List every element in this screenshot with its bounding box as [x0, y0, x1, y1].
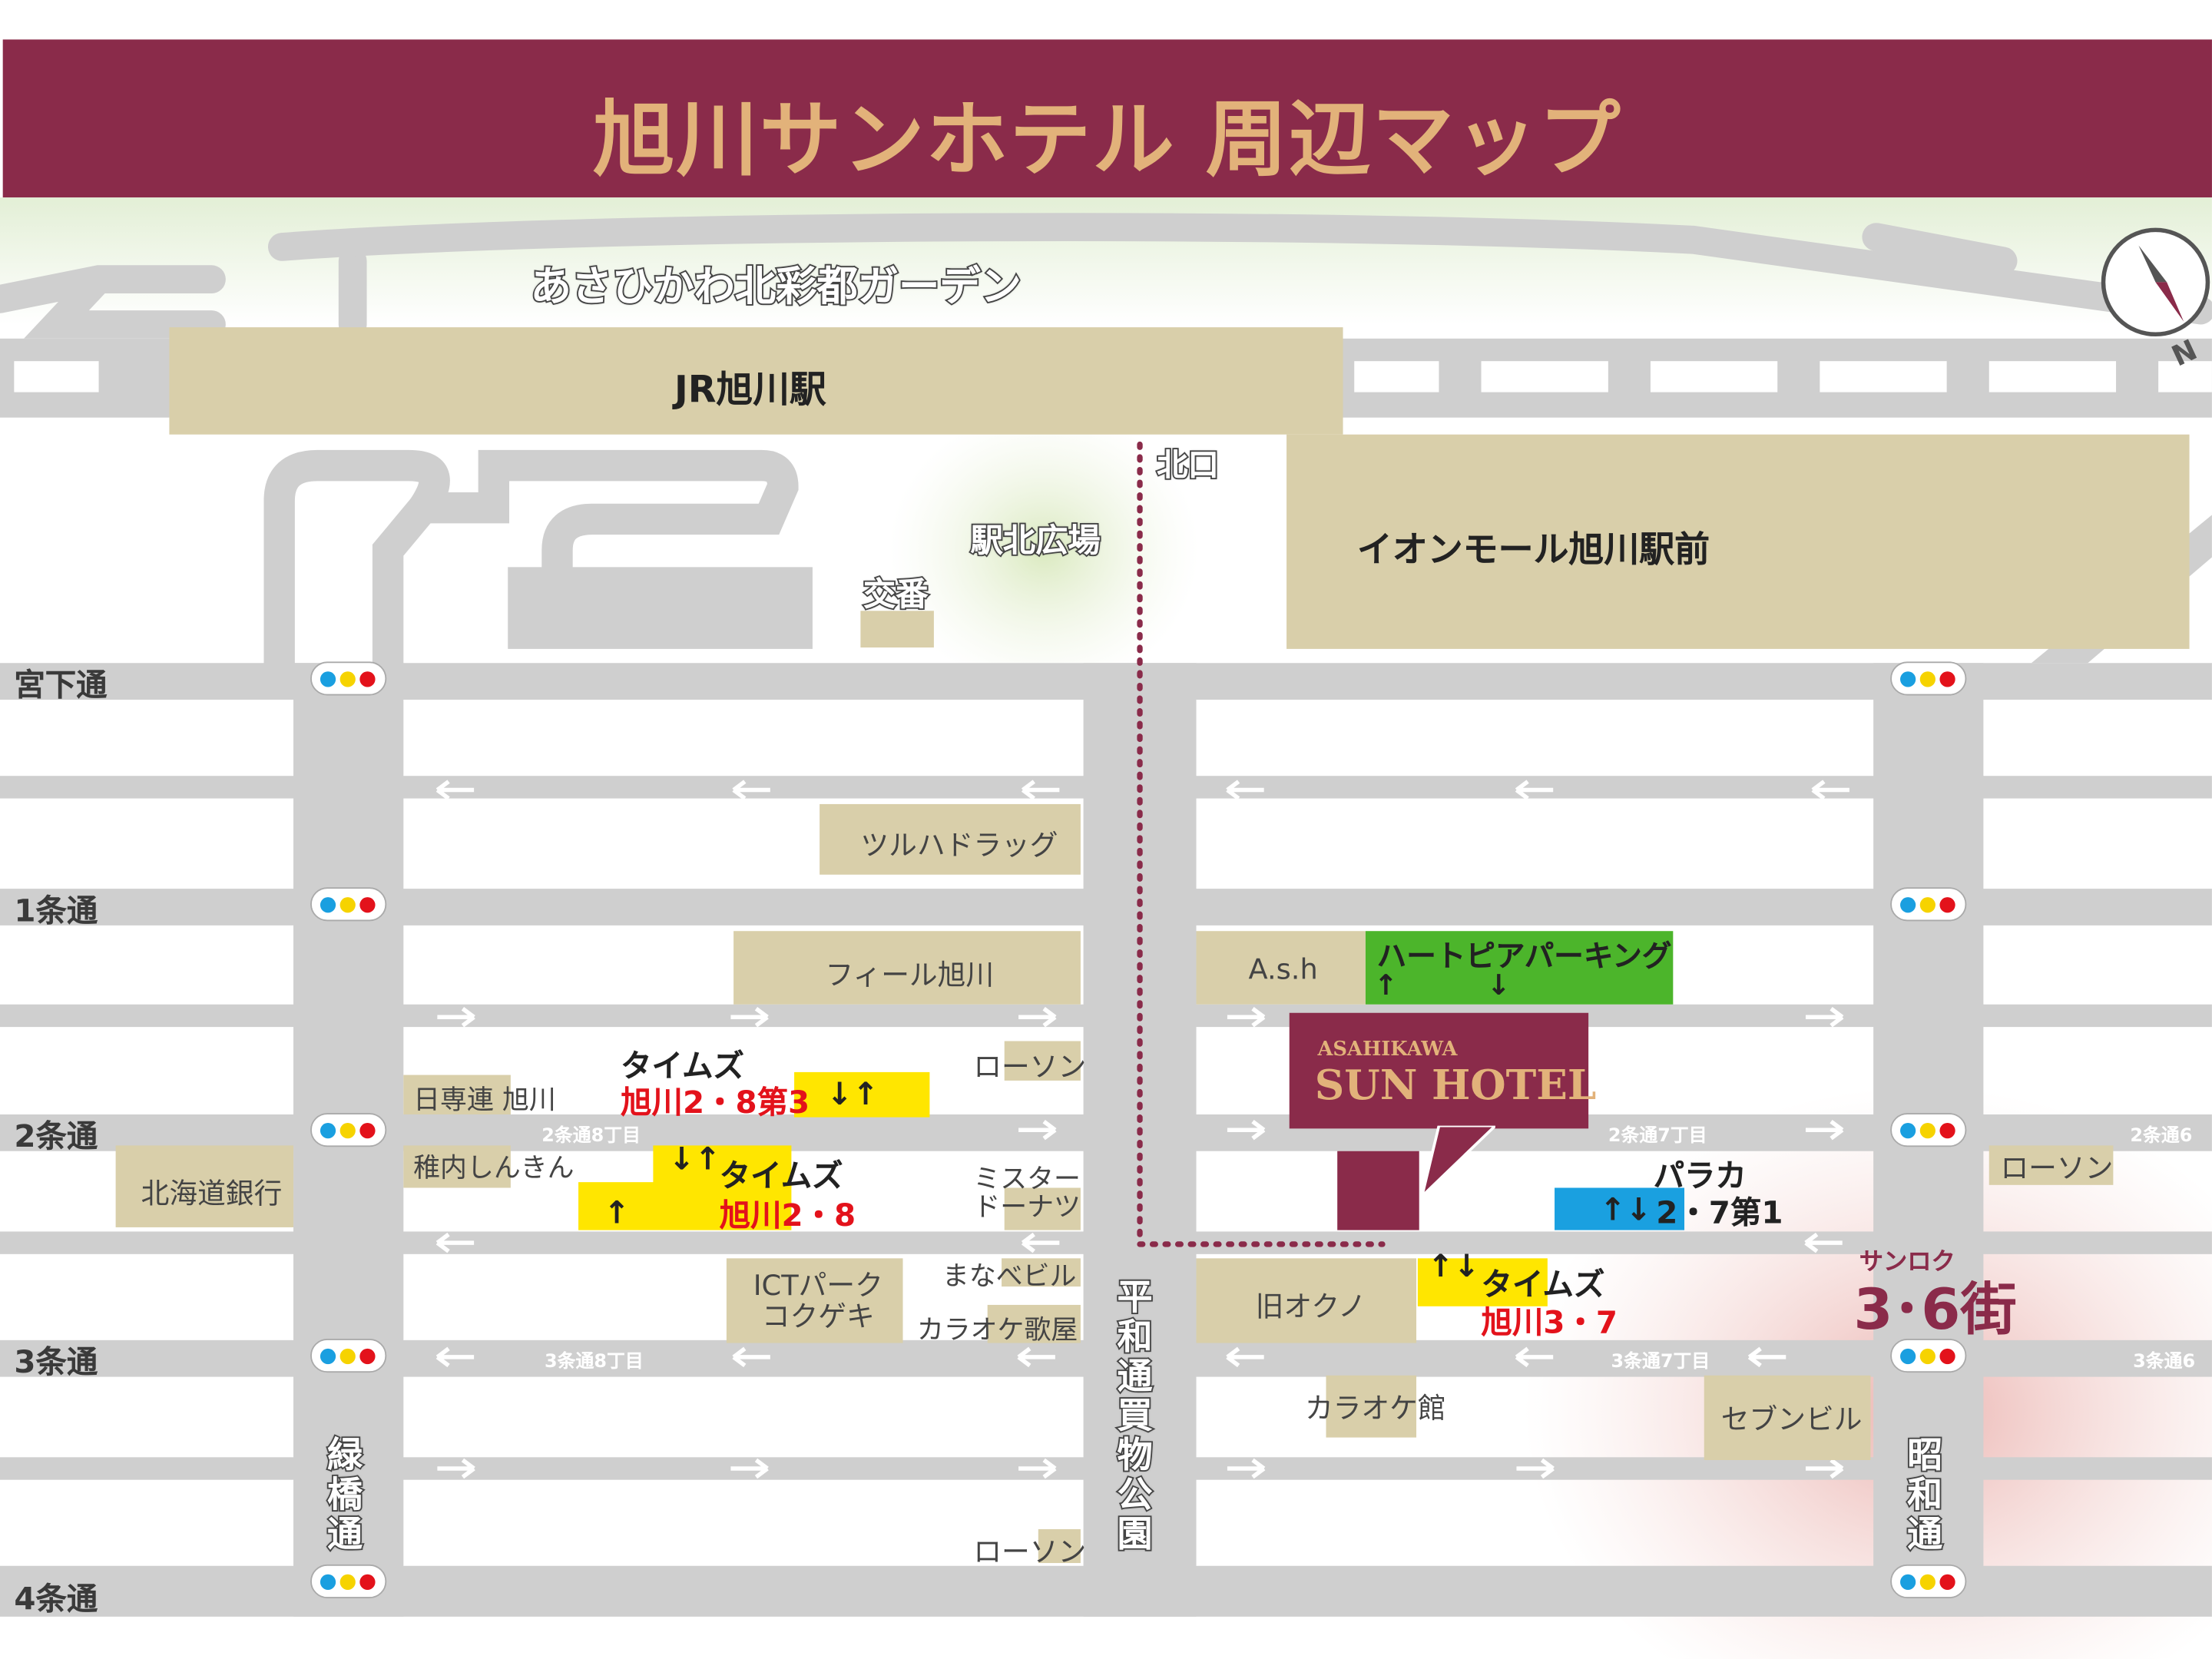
traffic-signal-icon [1890, 661, 1967, 696]
traffic-signal-icon [1890, 887, 1967, 922]
feel-building [733, 931, 1081, 1005]
lawson3-label: ローソン [973, 1535, 1087, 1569]
times-a-parking [794, 1071, 930, 1118]
karaoke-kan-label: カラオケ館 [1304, 1390, 1446, 1426]
street-heiwa: 平和通買物公園 [1116, 1276, 1154, 1555]
hotel-line1: ASAHIKAWA [1317, 1038, 1458, 1061]
sanroku-big: 3･6街 [1853, 1278, 2017, 1343]
hotel-sign [1289, 1012, 1589, 1129]
block-3-6: 3条通6 [2133, 1351, 2196, 1373]
ict-label: ICTパークコクゲキ [753, 1268, 883, 1333]
traffic-signal-icon [310, 1113, 387, 1147]
traffic-signal-icon [1890, 1564, 1967, 1598]
manabe-building [1002, 1258, 1081, 1287]
block-3-7: 3条通7丁目 [1611, 1351, 1710, 1373]
traffic-signal-icon [310, 887, 387, 922]
hotel-building [1337, 1151, 1419, 1230]
paraca-arrows-icon: ↑↓ [1599, 1193, 1652, 1229]
times-a-name: 旭川2・8第3 [621, 1086, 810, 1122]
nissenren-label: 日専連 旭川 [413, 1084, 556, 1116]
lawson2-label: ローソン [2000, 1151, 2114, 1185]
paraca-brand: パラカ [1653, 1159, 1747, 1195]
heartpia-out-arrow-icon: ↓ [1486, 967, 1511, 1002]
paraca-parking [1555, 1187, 1685, 1230]
heartpia-parking [1365, 931, 1674, 1005]
hokkaido-bank-building [115, 1145, 294, 1227]
times-a-arrows-icon: ↓↑ [826, 1078, 879, 1114]
koban-building [860, 611, 934, 648]
times-b-in-arrow-icon: ↑ [604, 1196, 630, 1232]
hokkaido-bank-label: 北海道銀行 [141, 1176, 283, 1210]
times-b-arrows-icon: ↓↑ [668, 1142, 721, 1178]
paraca-name: 2・7第1 [1656, 1196, 1783, 1232]
wakkanai-building [403, 1145, 511, 1188]
misdo-building [1004, 1187, 1081, 1230]
seven-bldg-building [1704, 1375, 1871, 1460]
lawson1-label: ローソン [973, 1049, 1087, 1084]
north-exit-label: 北口 [1155, 447, 1220, 485]
koban-label: 交番 [862, 575, 929, 614]
misdo-label: ミスタードーナツ [973, 1164, 1081, 1224]
lawson1-building [1004, 1041, 1081, 1081]
nissenren-building [403, 1075, 511, 1114]
map-title: 旭川サンホテル 周辺マップ [593, 91, 1622, 188]
plaza-label: 駅北広場 [969, 522, 1102, 561]
tsuruha-label: ツルハドラッグ [860, 828, 1058, 863]
street-showa: 昭和通 [1906, 1434, 1944, 1555]
street-jo4: 4条通 [14, 1582, 98, 1618]
heartpia-label: ハートピアパーキング [1376, 939, 1672, 974]
feel-label: フィール旭川 [825, 958, 995, 992]
street-jo3: 3条通 [14, 1346, 98, 1382]
times-c-name: 旭川3・7 [1481, 1306, 1618, 1342]
ash-building [1196, 931, 1366, 1005]
header-banner [2, 39, 2212, 198]
garden-label: あさひかわ北彩都ガーデン [529, 261, 1023, 312]
block-2-6: 2条通6 [2130, 1125, 2193, 1147]
lawson2-building [1988, 1145, 2114, 1185]
ash-label: A.s.h [1248, 952, 1318, 986]
times-c-parking [1417, 1258, 1548, 1306]
aeon-building [1286, 434, 2190, 649]
times-b-brand: タイムズ [719, 1159, 843, 1195]
ict-building [726, 1258, 903, 1343]
block-2-8: 2条通8丁目 [541, 1125, 641, 1147]
seven-bldg-label: セブンビル [1720, 1402, 1863, 1436]
hotel-pointer [1419, 1125, 1495, 1200]
wakkanai-label: 稚内しんきん [413, 1152, 575, 1184]
lawson3-building [1038, 1528, 1081, 1564]
times-a-brand: タイムズ [621, 1049, 744, 1085]
station-building [169, 327, 1343, 435]
traffic-signal-icon [1890, 1339, 1967, 1373]
tsuruha-building [820, 803, 1081, 875]
times-c-arrows-icon: ↑↓ [1427, 1250, 1480, 1286]
times-b-name: 旭川2・8 [719, 1199, 856, 1235]
manabe-label: まなべビル [942, 1261, 1077, 1293]
hotel-line2: SUN HOTEL [1314, 1061, 1597, 1109]
heartpia-in-arrow-icon: ↑ [1373, 967, 1398, 1002]
traffic-signal-icon [310, 661, 387, 696]
street-midoribashi: 緑橋通 [326, 1434, 364, 1555]
sanroku-small: サンロク [1859, 1248, 1955, 1277]
karaoke-kan-building [1326, 1375, 1417, 1438]
street-miyashita: 宮下通 [14, 668, 108, 704]
old-okuno-building [1196, 1258, 1417, 1343]
compass-icon [2101, 227, 2210, 337]
block-3-8: 3条通8丁目 [544, 1351, 644, 1373]
traffic-signal-icon [1890, 1113, 1967, 1147]
times-c-brand: タイムズ [1481, 1268, 1605, 1304]
traffic-signal-icon [310, 1564, 387, 1598]
block-2-7: 2条通7丁目 [1608, 1125, 1707, 1147]
traffic-signal-icon [310, 1339, 387, 1373]
street-jo1: 1条通 [14, 894, 98, 930]
karaoke-kabuki-label: カラオケ歌屋 [916, 1314, 1078, 1346]
station-label: JR旭川駅 [674, 369, 826, 412]
times-b-parking [653, 1145, 792, 1188]
times-b-parking-lower [578, 1182, 792, 1230]
aeon-label: イオンモール旭川駅前 [1356, 528, 1710, 571]
arrow-left-row1 [435, 780, 1849, 800]
karaoke-kabuki-building [987, 1304, 1081, 1343]
street-jo2: 2条通 [14, 1120, 98, 1156]
old-okuno-label: 旧オクノ [1255, 1289, 1366, 1323]
